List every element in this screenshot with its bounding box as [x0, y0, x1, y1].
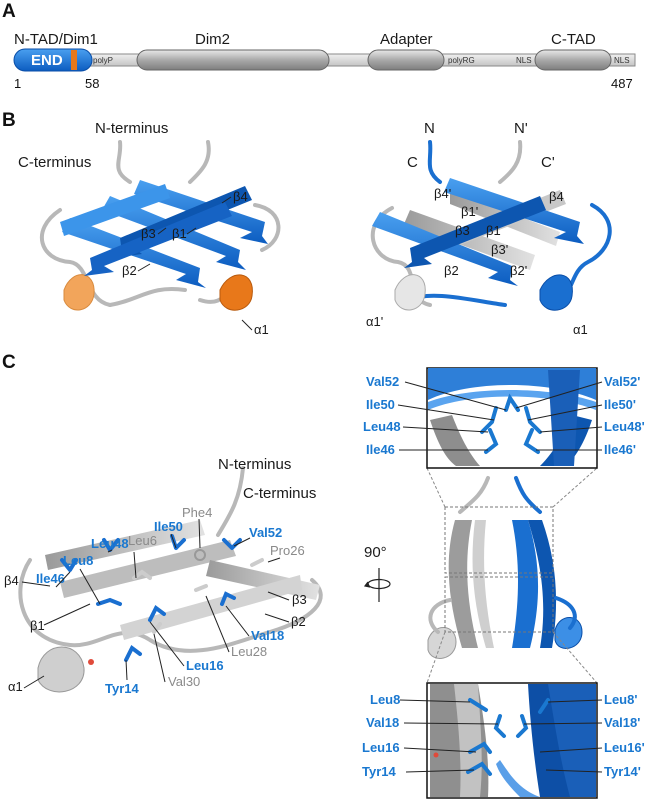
c-left-val30: Val30: [168, 674, 200, 689]
b-right-beta1: β1: [486, 223, 501, 238]
bottom-inset-left-3: Tyr14: [362, 764, 396, 779]
rotation-label: 90°: [364, 544, 387, 561]
panel-a-label: A: [2, 1, 16, 22]
nls-label-1: NLS: [516, 56, 532, 65]
top-inset-leaders: [397, 381, 603, 451]
panel-c-right-structure: [427, 476, 583, 659]
b-left-n-terminus: N-terminus: [95, 120, 168, 137]
b-right-beta3: β3: [455, 223, 470, 238]
b-left-alpha1: α1: [254, 322, 269, 337]
polyrg-label: polyRG: [448, 56, 475, 65]
dim2-label: Dim2: [195, 31, 230, 48]
bottom-inset-right-2: Leu16': [604, 740, 645, 755]
c-left-val18: Val18: [251, 628, 284, 643]
top-inset-right-0: Val52': [604, 374, 640, 389]
ctad-domain: [534, 49, 612, 71]
b-right-alpha1: α1: [573, 322, 588, 337]
c-left-leader-lines: [21, 518, 290, 689]
polyp-label: polyP: [93, 56, 113, 65]
bottom-inset: [426, 682, 598, 799]
bottom-inset-right-1: Val18': [604, 715, 640, 730]
adapter-domain: [367, 49, 445, 71]
c-left-tyr14: Tyr14: [105, 681, 139, 696]
bottom-inset-leaders: [399, 699, 603, 773]
c-left-phe4: Phe4: [182, 505, 212, 520]
ctad-label: C-TAD: [551, 31, 596, 48]
end-orange-segment: [71, 50, 77, 70]
bottom-inset-right-0: Leu8': [604, 692, 637, 707]
panel-b-right-structure: [370, 140, 612, 311]
panel-c-label: C: [2, 352, 16, 373]
c-left-pro26: Pro26: [270, 543, 305, 558]
panel-b-left-structure: [39, 140, 281, 311]
c-left-ile50: Ile50: [154, 519, 183, 534]
b-right-beta4: β4: [549, 189, 564, 204]
zoom-box-bottom: [444, 576, 554, 633]
b-left-beta2: β2: [122, 263, 137, 278]
b-right-beta1p: β1': [461, 204, 478, 219]
c-left-beta1: β1: [30, 618, 45, 633]
top-inset-left-3: Ile46: [366, 442, 395, 457]
b-right-c: C: [407, 154, 418, 171]
top-inset-right-3: Ile46': [604, 442, 636, 457]
position-487: 487: [611, 76, 633, 91]
c-left-leu6: Leu6: [128, 533, 157, 548]
c-left-c-terminus: C-terminus: [243, 485, 316, 502]
c-left-beta2: β2: [291, 614, 306, 629]
b-right-c-prime: C': [541, 154, 555, 171]
c-left-ile46: Ile46: [36, 571, 65, 586]
top-inset: [426, 367, 598, 469]
c-left-leu16: Leu16: [186, 658, 224, 673]
bottom-inset-left-0: Leu8: [370, 692, 400, 707]
b-right-alpha1p: α1': [366, 314, 383, 329]
c-left-alpha1: α1: [8, 679, 23, 694]
top-inset-right-1: Ile50': [604, 397, 636, 412]
b-right-beta2p: β2': [510, 263, 527, 278]
b-right-beta4p: β4': [434, 186, 451, 201]
c-left-beta4: β4: [4, 573, 19, 588]
zoom-connectors: [426, 467, 598, 684]
c-left-leu28: Leu28: [231, 644, 267, 659]
end-domain-label: END: [31, 52, 63, 69]
nmtad-dim1-label: N-TAD/Dim1: [14, 31, 98, 48]
b-left-beta4: β4: [233, 189, 248, 204]
c-left-leu48: Leu48: [91, 536, 129, 551]
top-inset-right-2: Leu48': [604, 419, 645, 434]
dim2-domain: [136, 49, 330, 71]
panel-b-label: B: [2, 110, 16, 131]
c-left-leu8: Leu8: [63, 553, 93, 568]
top-inset-left-1: Ile50: [366, 397, 395, 412]
adapter-label: Adapter: [380, 31, 433, 48]
c-left-beta3: β3: [292, 592, 307, 607]
position-1: 1: [14, 76, 21, 91]
b-left-beta3: β3: [141, 226, 156, 241]
b-right-beta2: β2: [444, 263, 459, 278]
c-left-n-terminus: N-terminus: [218, 456, 291, 473]
top-inset-left-0: Val52: [366, 374, 399, 389]
top-inset-left-2: Leu48: [363, 419, 401, 434]
c-left-val52: Val52: [249, 525, 282, 540]
rotation-icon: [363, 568, 391, 602]
bottom-inset-left-1: Val18: [366, 715, 399, 730]
b-left-beta1: β1: [172, 226, 187, 241]
b-right-beta3p: β3': [491, 242, 508, 257]
b-right-n: N: [424, 120, 435, 137]
b-left-c-terminus: C-terminus: [18, 154, 91, 171]
zoom-box-top: [444, 506, 554, 574]
position-58: 58: [85, 76, 99, 91]
nls-label-2: NLS: [614, 56, 630, 65]
b-right-n-prime: N': [514, 120, 528, 137]
bottom-inset-right-3: Tyr14': [604, 764, 641, 779]
bottom-inset-left-2: Leu16: [362, 740, 400, 755]
